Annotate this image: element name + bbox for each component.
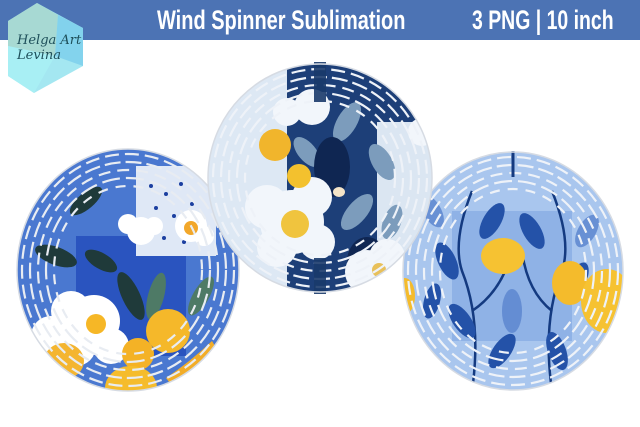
banner-title: Wind Spinner Sublimation [157, 5, 406, 35]
banner-subtitle: 3 PNG | 10 inch [472, 5, 614, 35]
logo-text: Helga Art Levina [17, 33, 87, 63]
spinner-right [402, 151, 624, 393]
logo-line-1: Helga Art [17, 33, 82, 48]
spinner-center [207, 62, 433, 294]
spinner-left [16, 146, 240, 392]
title-banner: Wind Spinner Sublimation 3 PNG | 10 inch [0, 0, 640, 40]
wind-spinner-right-image [402, 151, 624, 391]
wind-spinner-left-image [16, 148, 240, 392]
wind-spinner-center-image [207, 62, 433, 294]
logo-line-2: Levina [17, 48, 61, 63]
hexagon-logo-icon [8, 3, 83, 93]
brand-logo: Helga Art Levina [0, 0, 100, 100]
